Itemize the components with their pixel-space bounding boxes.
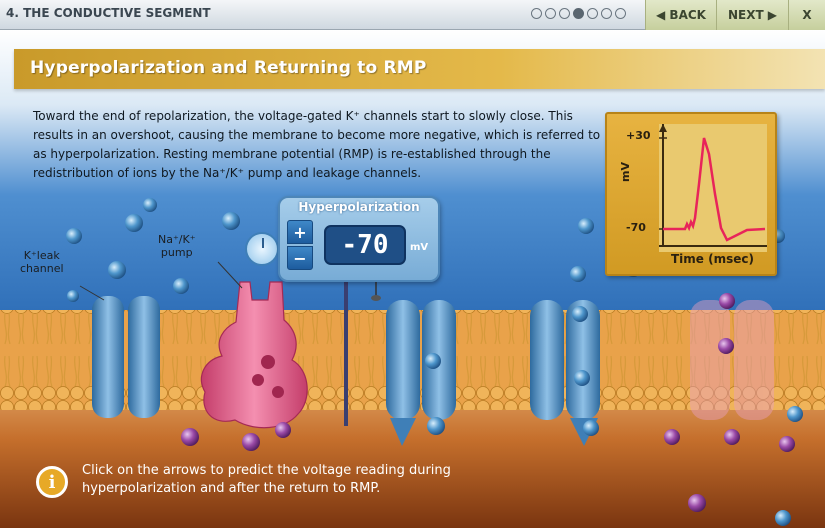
title-banner: Hyperpolarization and Returning to RMP <box>14 49 825 89</box>
voltage-readout: -70 <box>324 225 406 265</box>
back-button[interactable]: ◀ BACK <box>645 0 716 30</box>
next-button[interactable]: NEXT ▶ <box>716 0 788 30</box>
top-bar: 4. THE CONDUCTIVE SEGMENT ◀ BACK NEXT ▶ … <box>0 0 825 30</box>
progress-dot <box>545 8 556 19</box>
graph-tick-high: +30 <box>626 129 651 142</box>
voltmeter: Hyperpolarization + − -70 mV <box>278 196 440 282</box>
page-title: Hyperpolarization and Returning to RMP <box>30 58 427 78</box>
progress-dot <box>559 8 570 19</box>
progress-dot <box>573 8 584 19</box>
info-icon: i <box>36 466 68 498</box>
graph-x-label: Time (msec) <box>671 252 754 266</box>
graph-tick-low: -70 <box>626 221 646 234</box>
increase-voltage-button[interactable]: + <box>287 220 313 244</box>
instruction-text: Click on the arrows to predict the volta… <box>82 463 451 496</box>
decrease-voltage-button[interactable]: − <box>287 246 313 270</box>
faded-channel <box>690 300 774 420</box>
pump-label-text: Na⁺/K⁺pump <box>158 233 196 259</box>
meter-title: Hyperpolarization <box>298 200 420 214</box>
voltage-unit: mV <box>410 242 429 253</box>
progress-dots <box>531 8 626 19</box>
close-button[interactable]: X <box>788 0 825 30</box>
pump-label: Na⁺/K⁺pump <box>158 233 196 259</box>
graph-plot-area <box>659 124 767 252</box>
graph-trace <box>659 124 767 247</box>
voltmeter-dial-icon <box>245 232 279 266</box>
electrode <box>344 282 381 426</box>
progress-dot <box>601 8 612 19</box>
voltage-gated-channel <box>530 300 600 446</box>
graph-y-label: mV <box>619 162 632 182</box>
na-k-pump <box>200 261 308 429</box>
progress-dot <box>587 8 598 19</box>
progress-dot <box>531 8 542 19</box>
description-text: Toward the end of repolarization, the vo… <box>33 109 601 180</box>
section-title: 4. THE CONDUCTIVE SEGMENT <box>6 6 211 20</box>
progress-dot <box>615 8 626 19</box>
ions <box>66 198 803 526</box>
action-potential-graph: +30 -70 mV Time (msec) <box>605 112 777 276</box>
k-leak-channel <box>79 285 160 418</box>
